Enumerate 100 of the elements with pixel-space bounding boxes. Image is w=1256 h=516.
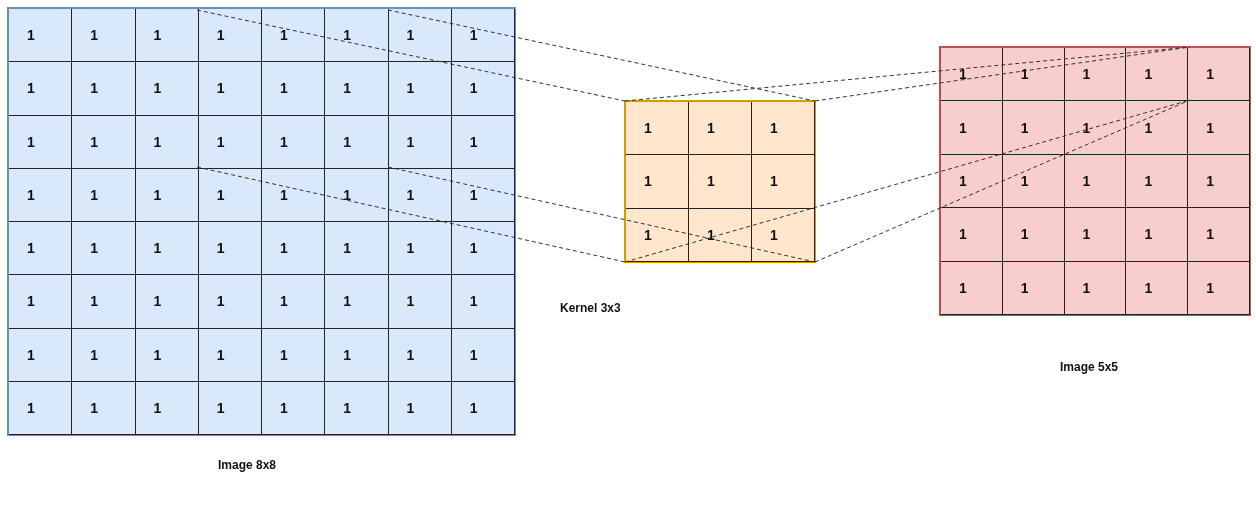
matrix-entry: 1 xyxy=(770,226,778,243)
matrix-entry: 1 xyxy=(469,27,478,44)
matrix-entry: 1 xyxy=(27,346,35,363)
matrix-entry: 1 xyxy=(770,173,778,190)
matrix-entry: 1 xyxy=(27,80,35,97)
matrix-entry: 1 xyxy=(1144,279,1153,296)
projection-line xyxy=(814,46,1191,102)
matrix-entry: 1 xyxy=(343,240,352,257)
matrix-entry: 1 xyxy=(1206,279,1214,296)
matrix-entry: 1 xyxy=(1020,173,1029,189)
matrix-entry: 1 xyxy=(1020,279,1029,296)
matrix-entry: 1 xyxy=(959,279,967,296)
matrix-entry: 1 xyxy=(406,80,415,97)
matrix-entry: 1 xyxy=(216,293,225,310)
matrix-entry: 1 xyxy=(469,346,478,363)
matrix-entry: 1 xyxy=(959,119,967,136)
matrix-entry: 1 xyxy=(707,120,715,137)
matrix-entry: 1 xyxy=(770,120,778,137)
matrix-entry: 1 xyxy=(343,186,352,203)
matrix-entry: 1 xyxy=(216,240,225,257)
matrix-entry: 1 xyxy=(280,80,288,97)
matrix-entry: 1 xyxy=(90,27,99,44)
matrix-entry: 1 xyxy=(216,27,225,44)
grid-caption: Image 8x8 xyxy=(218,458,277,472)
matrix-entry: 1 xyxy=(153,346,162,363)
matrix-entry: 1 xyxy=(1020,119,1029,136)
matrix-entry: 1 xyxy=(343,399,352,416)
matrix-entry: 1 xyxy=(343,346,352,363)
matrix-entry: 1 xyxy=(343,27,352,44)
matrix-entry: 1 xyxy=(153,293,162,310)
matrix-entry: 1 xyxy=(1082,173,1091,189)
projection-line xyxy=(196,9,626,102)
projection-line xyxy=(387,166,816,263)
matrix-entry: 1 xyxy=(1144,173,1153,189)
matrix-entry: 1 xyxy=(153,80,162,97)
matrix-entry: 1 xyxy=(280,346,288,363)
matrix-entry: 1 xyxy=(644,120,652,137)
matrix-entry: 1 xyxy=(1020,226,1029,243)
grid-caption: Kernel 3x3 xyxy=(560,301,621,315)
matrix-entry: 1 xyxy=(469,399,478,416)
matrix-entry: 1 xyxy=(644,173,652,190)
matrix-entry: 1 xyxy=(469,240,478,257)
matrix-entry: 1 xyxy=(406,186,415,203)
matrix-entry: 1 xyxy=(406,346,415,363)
matrix-entry: 1 xyxy=(1206,226,1214,243)
matrix-entry: 1 xyxy=(343,133,352,150)
matrix-entry: 1 xyxy=(216,80,225,97)
matrix-entry: 1 xyxy=(153,27,162,44)
matrix-entry: 1 xyxy=(27,293,35,310)
matrix-entry: 1 xyxy=(280,293,288,310)
matrix-entry: 1 xyxy=(707,226,715,243)
matrix-entry: 1 xyxy=(406,133,415,150)
matrix-entry: 1 xyxy=(153,240,162,257)
matrix-entry: 1 xyxy=(1020,66,1029,83)
matrix-entry: 1 xyxy=(406,240,415,257)
grid-caption: Image 5x5 xyxy=(1060,360,1119,374)
matrix-entry: 1 xyxy=(280,133,288,150)
projection-line xyxy=(814,99,1191,263)
matrix-entry: 1 xyxy=(959,226,967,243)
projection-line xyxy=(196,166,626,263)
matrix-entry: 1 xyxy=(343,80,352,97)
matrix-entry: 1 xyxy=(644,226,652,243)
matrix-entry: 1 xyxy=(469,80,478,97)
matrix-entry: 1 xyxy=(153,133,162,150)
matrix-entry: 1 xyxy=(280,186,288,203)
matrix-entry: 1 xyxy=(216,186,225,203)
matrix-entry: 1 xyxy=(406,293,415,310)
matrix-entry: 1 xyxy=(1206,66,1214,83)
matrix-entry: 1 xyxy=(90,80,99,97)
matrix-entry: 1 xyxy=(959,66,967,83)
matrix-entry: 1 xyxy=(1144,119,1153,136)
matrix-entry: 1 xyxy=(27,399,35,416)
matrix-entry: 1 xyxy=(1082,279,1091,296)
matrix-entry: 1 xyxy=(153,399,162,416)
matrix-entry: 1 xyxy=(1206,119,1214,136)
matrix-entry: 1 xyxy=(406,27,415,44)
matrix-entry: 1 xyxy=(90,399,99,416)
matrix-entry: 1 xyxy=(1082,119,1091,136)
matrix-entry: 1 xyxy=(959,173,967,189)
matrix-entry: 1 xyxy=(1144,226,1153,243)
matrix-entry: 1 xyxy=(1206,173,1214,189)
matrix-entry: 1 xyxy=(27,240,35,257)
matrix-entry: 1 xyxy=(27,186,35,203)
matrix-entry: 1 xyxy=(469,133,478,150)
matrix-entry: 1 xyxy=(27,133,35,150)
matrix-entry: 1 xyxy=(406,399,415,416)
matrix-entry: 1 xyxy=(1144,66,1153,83)
matrix-entry: 1 xyxy=(469,293,478,310)
matrix-entry: 1 xyxy=(707,173,715,190)
matrix-entry: 1 xyxy=(90,240,99,257)
matrix-entry: 1 xyxy=(280,27,288,44)
matrix-entry: 1 xyxy=(343,293,352,310)
matrix-entry: 1 xyxy=(90,186,99,203)
matrix-entry: 1 xyxy=(469,186,478,203)
matrix-entry: 1 xyxy=(1082,66,1091,83)
matrix-entry: 1 xyxy=(90,346,99,363)
matrix-entry: 1 xyxy=(280,399,288,416)
matrix-entry: 1 xyxy=(27,27,35,44)
matrix-entry: 1 xyxy=(216,133,225,150)
matrix-entry: 1 xyxy=(1082,226,1091,243)
